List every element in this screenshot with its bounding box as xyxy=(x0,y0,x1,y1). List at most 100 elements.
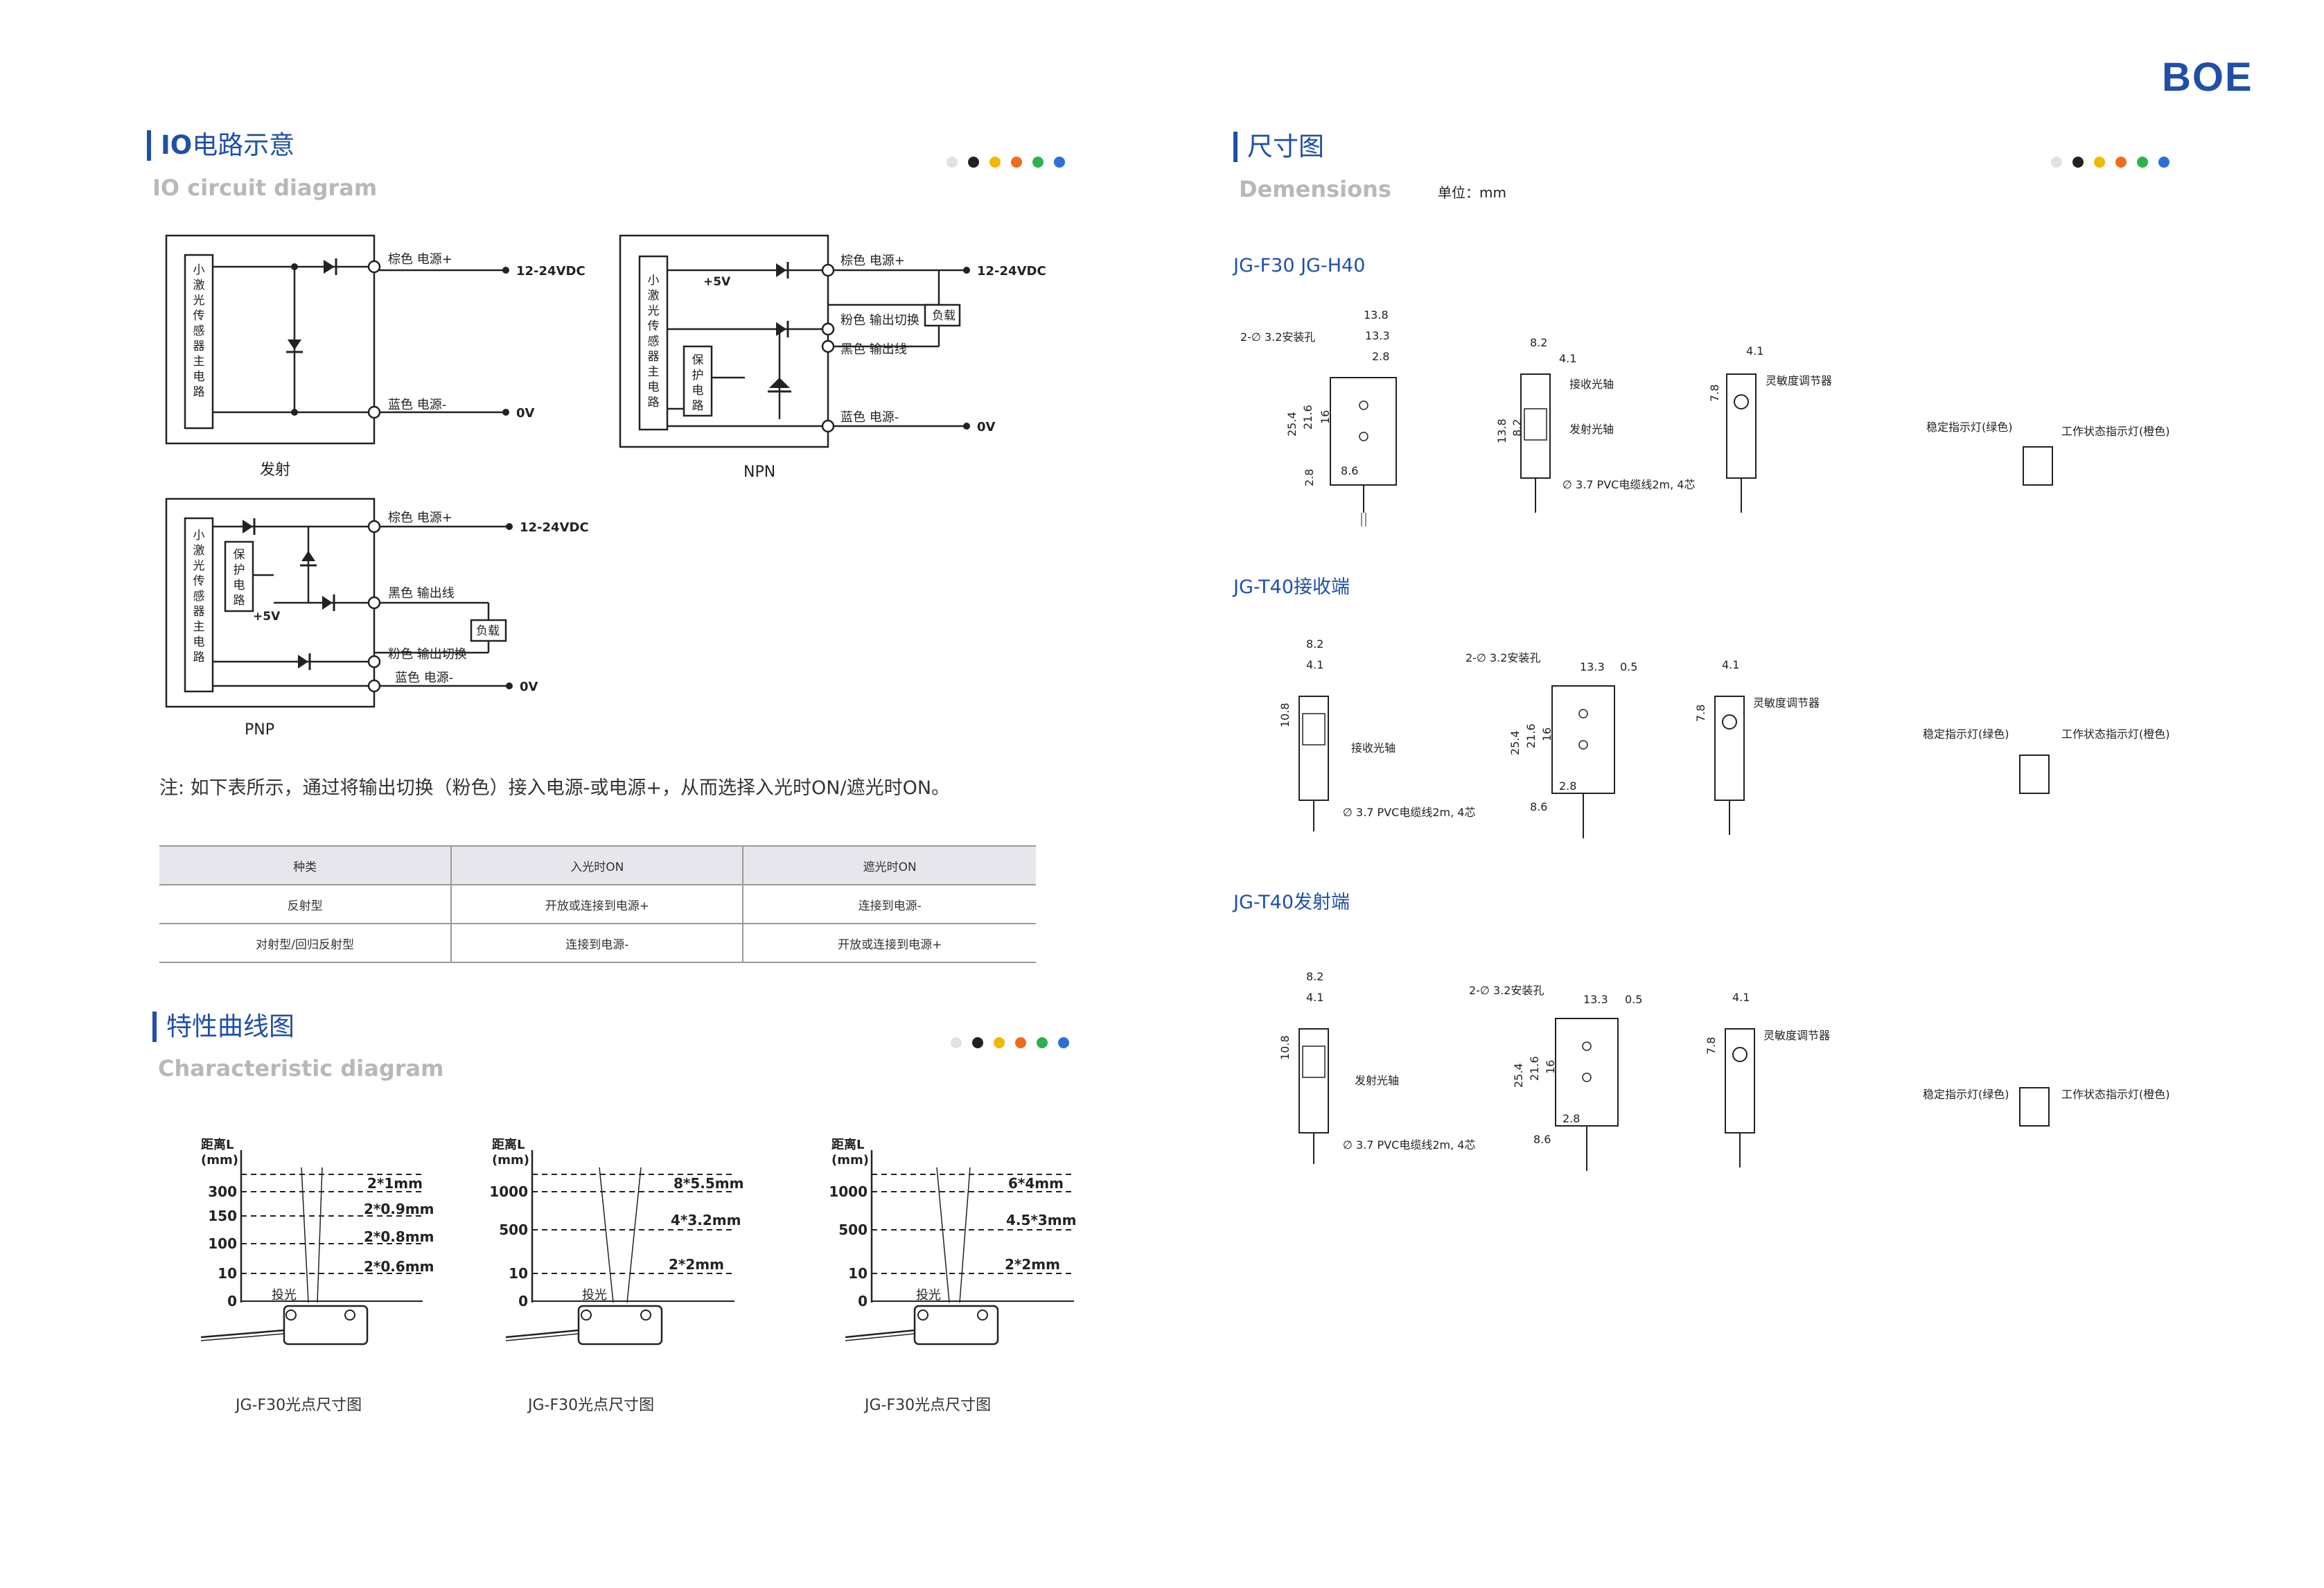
dim-label: 25.4 xyxy=(1508,730,1522,755)
table-cell: 反射型 xyxy=(159,885,452,924)
dot xyxy=(972,1037,983,1048)
tick-label: 10 xyxy=(848,1265,868,1282)
sensitivity-label: 灵敏度调节器 xyxy=(1763,1029,1830,1042)
table-header: 入光时ON xyxy=(450,845,743,885)
model-name: JG-T40发射端 xyxy=(1233,892,1350,913)
emit-circuit-diagram: 小激光传感器主电路 棕色 电源+ 蓝色 电源- 12-24VDC 0V 发射 xyxy=(165,234,586,479)
dim-label: 4.1 xyxy=(1306,991,1323,1004)
dot xyxy=(989,157,1001,168)
receive-axis-label: 接收光轴 xyxy=(1351,741,1396,755)
dim-label: 0.5 xyxy=(1620,660,1637,673)
npn-caption: NPN xyxy=(743,464,775,481)
dim-label: 4.1 xyxy=(1746,344,1763,358)
chart-caption: JG-F30光点尺寸图 xyxy=(865,1397,992,1414)
dim-label: 13.3 xyxy=(1583,993,1608,1006)
cable-label: ∅ 3.7 PVC电缆线2m, 4芯 xyxy=(1343,806,1475,819)
stable-led-label: 稳定指示灯(绿色) xyxy=(1923,727,2009,741)
model-name: JG-F30 JG-H40 xyxy=(1233,255,1366,276)
dimensions-section-title: 尺寸图 xyxy=(1233,132,1324,162)
dot xyxy=(994,1037,1005,1048)
table-row: 反射型 开放或连接到电源+ 连接到电源- xyxy=(159,885,1036,924)
pnp-caption: PNP xyxy=(245,721,274,739)
chart-caption: JG-F30光点尺寸图 xyxy=(236,1397,362,1414)
dim-label: 10.8 xyxy=(1278,703,1292,727)
sensitivity-label: 灵敏度调节器 xyxy=(1766,374,1832,387)
axis-label-unit: (mm) xyxy=(831,1153,869,1167)
model-3-drawings: 8.2 4.1 10.8 发射光轴 ∅ 3.7 PVC电缆线2m, 4芯 2-∅… xyxy=(1278,970,2170,1171)
brand-logo: BOE xyxy=(2162,55,2253,100)
spot-label: 2*1mm xyxy=(367,1175,423,1192)
load-label: 负载 xyxy=(932,309,956,323)
dim-label: 13.3 xyxy=(1365,329,1390,342)
black-output-label: 黑色 输出线 xyxy=(388,586,455,601)
voltage-label: 12-24VDC xyxy=(520,520,589,535)
dim-label: 2.8 xyxy=(1372,350,1389,363)
dim-label: 13.8 xyxy=(1364,308,1389,321)
main-circuit-label: 小激光传感器主电路 xyxy=(648,274,660,409)
cable-label: ∅ 3.7 PVC电缆线2m, 4芯 xyxy=(1562,478,1695,491)
plus5v-label: +5V xyxy=(703,275,731,289)
dim-label: 21.6 xyxy=(1524,723,1538,748)
brown-power-label: 棕色 电源+ xyxy=(388,252,452,267)
protect-circuit-label: 保护电路 xyxy=(234,548,245,608)
tick-label: 10 xyxy=(509,1265,528,1282)
table-cell: 连接到电源- xyxy=(742,885,1036,924)
zero-v-label: 0V xyxy=(516,406,535,421)
mount-hole-label: 2-∅ 3.2安装孔 xyxy=(1240,330,1315,344)
tick-label: 1000 xyxy=(489,1183,528,1200)
axis-label: 距离L xyxy=(201,1137,234,1152)
spot-label: 2*2mm xyxy=(1005,1256,1060,1273)
brown-power-label: 棕色 电源+ xyxy=(840,254,905,268)
emit-label: 投光 xyxy=(582,1288,607,1303)
work-led-label: 工作状态指示灯(橙色) xyxy=(2061,1088,2170,1101)
dim-label: 13.3 xyxy=(1580,660,1605,673)
spot-label: 6*4mm xyxy=(1008,1175,1064,1192)
emit-label: 投光 xyxy=(272,1288,297,1303)
dim-label: 16 xyxy=(1540,727,1553,741)
pink-switch-label: 粉色 输出切换 xyxy=(388,647,467,662)
table-header-row: 种类 入光时ON 遮光时ON xyxy=(159,845,1036,885)
model-2-drawings: 8.2 4.1 10.8 接收光轴 ∅ 3.7 PVC电缆线2m, 4芯 2-∅… xyxy=(1278,637,2170,838)
voltage-label: 12-24VDC xyxy=(516,264,586,279)
dim-label: 21.6 xyxy=(1301,405,1314,430)
receive-axis-label: 接收光轴 xyxy=(1569,378,1614,391)
protect-circuit-label: 保护电路 xyxy=(692,353,704,413)
dim-label: 16 xyxy=(1319,410,1332,424)
dim-label: 8.2 xyxy=(1306,970,1323,983)
dim-label: 7.8 xyxy=(1708,385,1721,402)
io-section-title: IO电路示意 xyxy=(147,130,294,161)
unit-label: 单位：mm xyxy=(1438,184,1506,201)
io-note: 注: 如下表所示，通过将输出切换（粉色）接入电源-或电源+，从而选择入光时ON/… xyxy=(159,777,951,799)
tick-label: 0 xyxy=(518,1293,528,1309)
mount-hole-label: 2-∅ 3.2安装孔 xyxy=(1465,651,1540,664)
dim-label: 4.1 xyxy=(1306,658,1323,671)
work-led-label: 工作状态指示灯(橙色) xyxy=(2061,425,2170,438)
dot xyxy=(1058,1037,1069,1048)
dimensions-color-dots xyxy=(2051,157,2180,170)
tick-label: 150 xyxy=(208,1208,237,1224)
table-cell: 开放或连接到电源+ xyxy=(450,885,743,924)
spot-label: 2*0.9mm xyxy=(364,1201,434,1217)
pnp-circuit-diagram: 小激光传感器主电路 保护电路 +5V 棕色 电源+ 黑色 输出线 粉色 输出切换… xyxy=(165,497,589,739)
stable-led-label: 稳定指示灯(绿色) xyxy=(1923,1088,2009,1101)
tick-label: 100 xyxy=(208,1235,237,1252)
dot xyxy=(2137,157,2148,168)
dim-label: 16 xyxy=(1544,1060,1557,1074)
dot xyxy=(2072,157,2084,168)
model-1-drawings: 2-∅ 3.2安装孔 13.8 13.3 2.8 8.6 25.4 21.6 1… xyxy=(1240,308,2170,527)
sensitivity-label: 灵敏度调节器 xyxy=(1753,696,1820,709)
dim-label: 0.5 xyxy=(1625,993,1642,1006)
dot xyxy=(2051,157,2062,168)
blue-power-label: 蓝色 电源- xyxy=(840,410,899,425)
stable-led-label: 稳定指示灯(绿色) xyxy=(1926,421,2013,434)
brown-power-label: 棕色 电源+ xyxy=(388,511,452,525)
output-switch-table: 种类 入光时ON 遮光时ON 反射型 开放或连接到电源+ 连接到电源- 对射型/… xyxy=(159,845,1036,963)
dim-label: 8.6 xyxy=(1530,800,1547,813)
blue-power-label: 蓝色 电源- xyxy=(388,398,446,412)
spot-label: 4.5*3mm xyxy=(1006,1212,1076,1228)
dot xyxy=(1011,157,1022,168)
emit-axis-label: 发射光轴 xyxy=(1569,423,1614,436)
dot xyxy=(1032,157,1044,168)
dim-label: 8.2 xyxy=(1306,637,1323,651)
table-header: 种类 xyxy=(159,845,452,885)
